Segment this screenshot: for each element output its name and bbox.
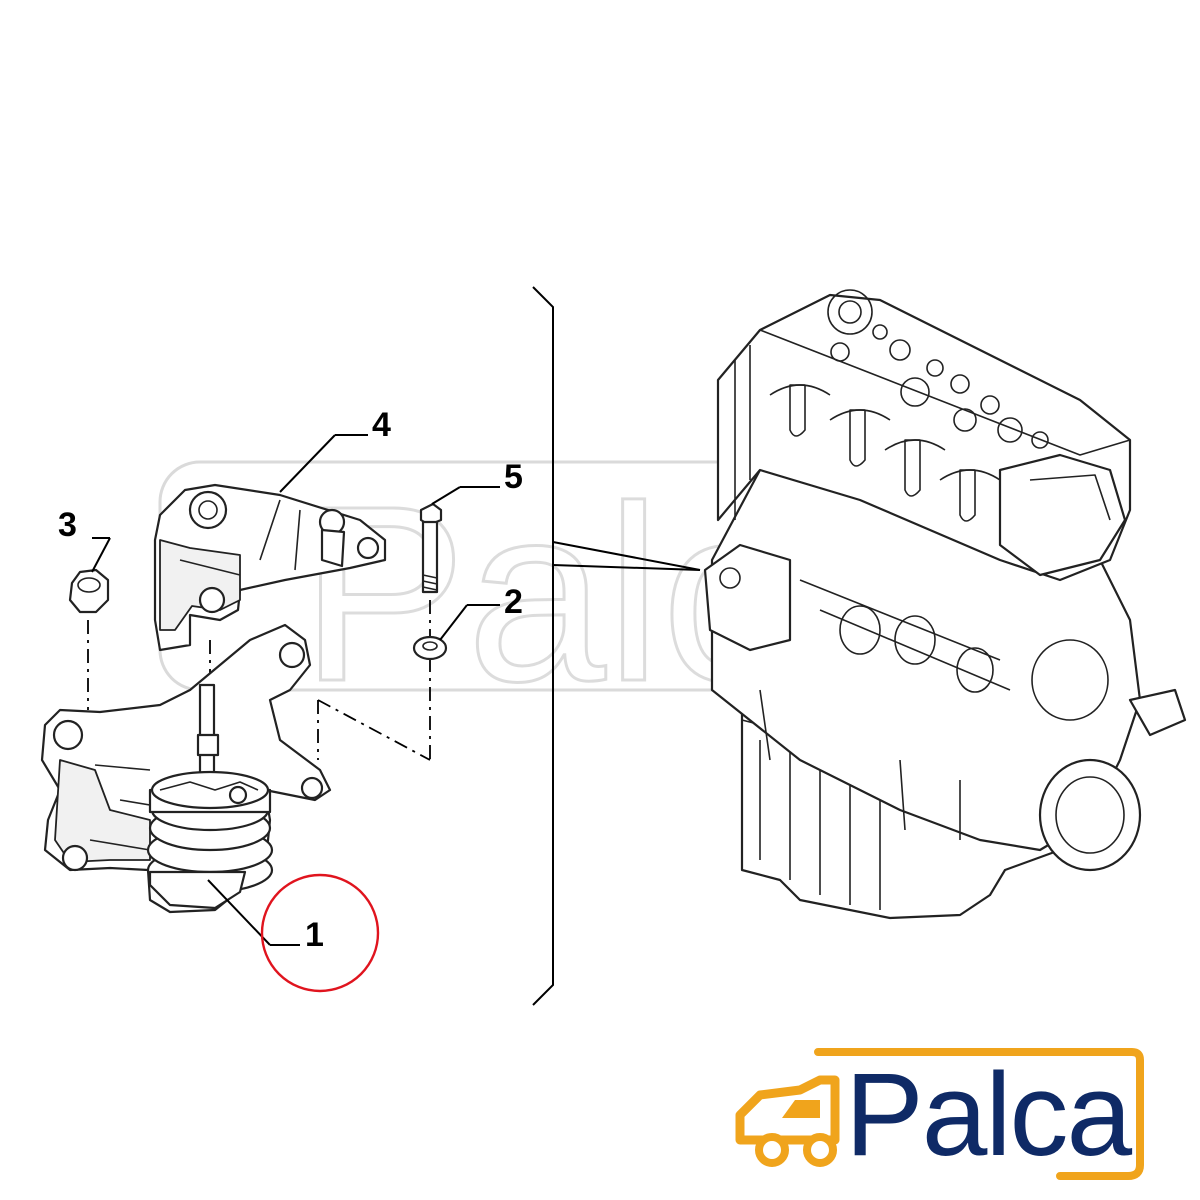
truck-icon [735,1075,840,1167]
callout-label-5: 5 [504,458,523,496]
washer [412,635,448,661]
callout-label-4: 4 [372,406,391,444]
bolt [419,502,443,594]
engine-illustration [703,289,1187,920]
upper-bracket [153,483,387,652]
callout-label-3: 3 [58,506,77,544]
injector-tubes [769,384,1001,522]
callout-5: 5 [431,458,523,505]
assembly-lines [87,600,431,761]
exhaust-ports [799,579,1011,693]
callout-label-2: 2 [504,583,523,621]
brand-name: Palca [845,1049,1133,1181]
highlight-circle [260,873,380,993]
callout-1: 1 [207,873,380,993]
callout-4: 4 [279,406,391,493]
engine-mount [40,623,332,914]
callout-2: 2 [439,583,523,641]
nut [68,568,110,614]
brand-logo: Palca [735,1048,1144,1181]
group-bracket [532,286,701,1006]
callout-3: 3 [58,506,111,573]
valve-cover-holes [827,289,1049,449]
callout-label-1: 1 [305,916,324,954]
